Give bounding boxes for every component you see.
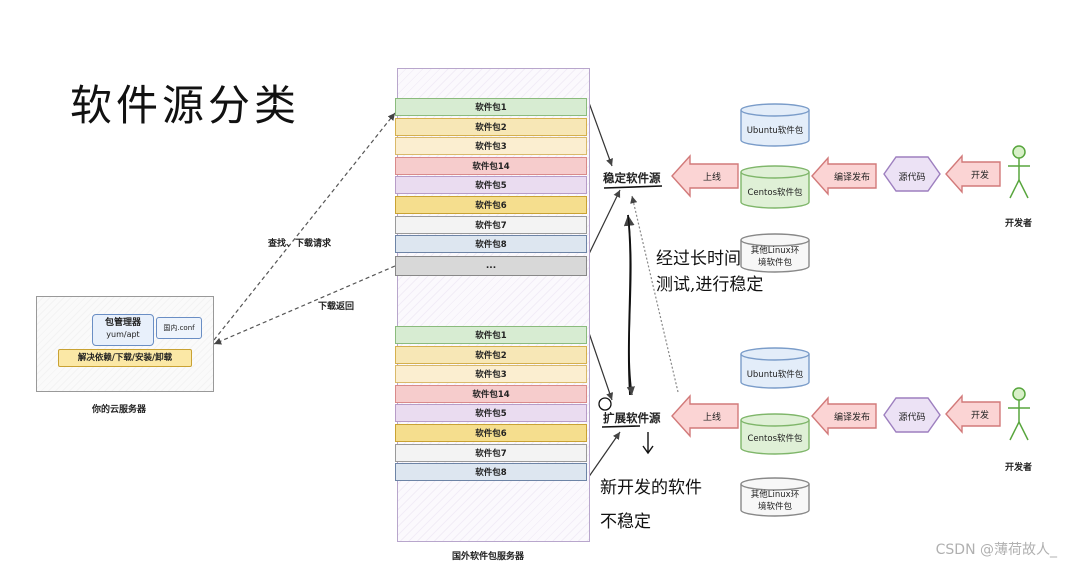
stable-developer-figure: [1008, 145, 1030, 199]
server-to-stable-arrow-top: [587, 99, 613, 167]
stable-develop-label: 开发: [970, 171, 989, 181]
diagram-title: 软件源分类: [70, 81, 301, 130]
package-item: 软件包8: [395, 463, 587, 482]
ext-centos-cylinder: [740, 413, 810, 455]
package-item: 软件包2: [395, 117, 587, 136]
package-item: 软件包6: [395, 424, 587, 442]
conf-file-box: 国内.conf: [156, 317, 202, 339]
package-item: 软件包14: [395, 156, 587, 175]
package-item: 软件包2: [395, 345, 587, 364]
cloud-server-caption: 你的云服务器: [92, 405, 147, 415]
response-arrow: [213, 265, 396, 345]
stable-other-cylinder: [740, 233, 810, 273]
request-label: 查找、下载请求: [268, 239, 332, 249]
ext-compile-label: 编译发布: [833, 413, 870, 423]
ext-down-arrow: [642, 432, 654, 455]
package-item: 软件包7: [395, 215, 587, 234]
server-caption: 国外软件包服务器: [452, 552, 525, 562]
dotted-link: [630, 195, 679, 393]
stable-compile-label: 编译发布: [833, 173, 870, 183]
promotion-arrow-return: [626, 214, 635, 396]
server-to-ext-arrow-top: [587, 329, 614, 401]
ext-other-label: 其他Linux环境软件包: [750, 490, 800, 512]
stable-underline: [603, 185, 663, 189]
package-item: 软件包3: [395, 137, 587, 156]
server-to-ext-arrow-bottom: [587, 431, 621, 479]
ext-source-hex: [883, 397, 941, 433]
stable-centos-cylinder: [740, 165, 810, 209]
stable-source-hex: [883, 156, 941, 192]
circle-mark: [598, 397, 612, 411]
note-long-test-line2: 测试,进行稳定: [656, 275, 764, 295]
package-manager-sub: yum/apt: [106, 330, 140, 339]
stable-publish-label: 上线: [702, 173, 721, 183]
ext-centos-label: Centos软件包: [747, 434, 803, 444]
ext-ubuntu-label: Ubuntu软件包: [746, 370, 804, 380]
package-item: 软件包7: [395, 443, 587, 462]
ext-ubuntu-cylinder: [740, 347, 810, 389]
stable-source-label: 稳定软件源: [603, 171, 661, 185]
ext-source-code-label: 源代码: [898, 413, 926, 423]
deps-function-box: 解决依赖/下载/安装/卸载: [58, 349, 192, 367]
package-manager-label: 包管理器: [104, 318, 141, 328]
package-item: 软件包5: [395, 404, 587, 423]
ext-develop-label: 开发: [970, 411, 989, 421]
package-ellipsis: ...: [395, 256, 587, 276]
ext-compile-arrow: [811, 396, 877, 436]
server-to-stable-arrow-bottom: [587, 189, 621, 257]
ext-developer-figure: [1008, 387, 1030, 441]
response-label: 下载返回: [318, 302, 355, 312]
request-arrow: [213, 112, 396, 341]
stable-centos-label: Centos软件包: [747, 188, 803, 198]
package-item: 软件包8: [395, 235, 587, 254]
ext-publish-arrow: [671, 394, 739, 438]
package-item: 软件包3: [395, 365, 587, 384]
package-item: 软件包6: [395, 196, 587, 214]
stable-ubuntu-cylinder: [740, 103, 810, 147]
ext-underline: [601, 425, 641, 428]
stable-ubuntu-label: Ubuntu软件包: [746, 126, 804, 136]
csdn-watermark: CSDN @薄荷故人_: [935, 542, 1057, 558]
stable-develop-arrow: [945, 154, 1001, 194]
package-item: 软件包14: [395, 384, 587, 403]
ext-other-cylinder: [740, 477, 810, 517]
ext-developer-label: 开发者: [1005, 463, 1033, 473]
stable-source-code-label: 源代码: [898, 173, 926, 183]
stable-compile-arrow: [811, 156, 877, 196]
stable-publish-arrow: [671, 154, 739, 198]
package-item: 软件包5: [395, 176, 587, 195]
note-long-test-line1: 经过长时间: [656, 249, 741, 269]
note-new-line2: 不稳定: [600, 512, 651, 532]
package-manager-box: 包管理器 yum/apt: [92, 314, 154, 346]
package-item: 软件包1: [395, 98, 587, 116]
ext-source-label: 扩展软件源: [603, 411, 661, 425]
ext-develop-arrow: [945, 394, 1001, 434]
note-new-line1: 新开发的软件: [600, 478, 702, 498]
package-item: 软件包1: [395, 326, 587, 344]
stable-developer-label: 开发者: [1005, 219, 1033, 229]
stable-other-label: 其他Linux环境软件包: [750, 246, 800, 268]
ext-publish-label: 上线: [702, 413, 721, 423]
